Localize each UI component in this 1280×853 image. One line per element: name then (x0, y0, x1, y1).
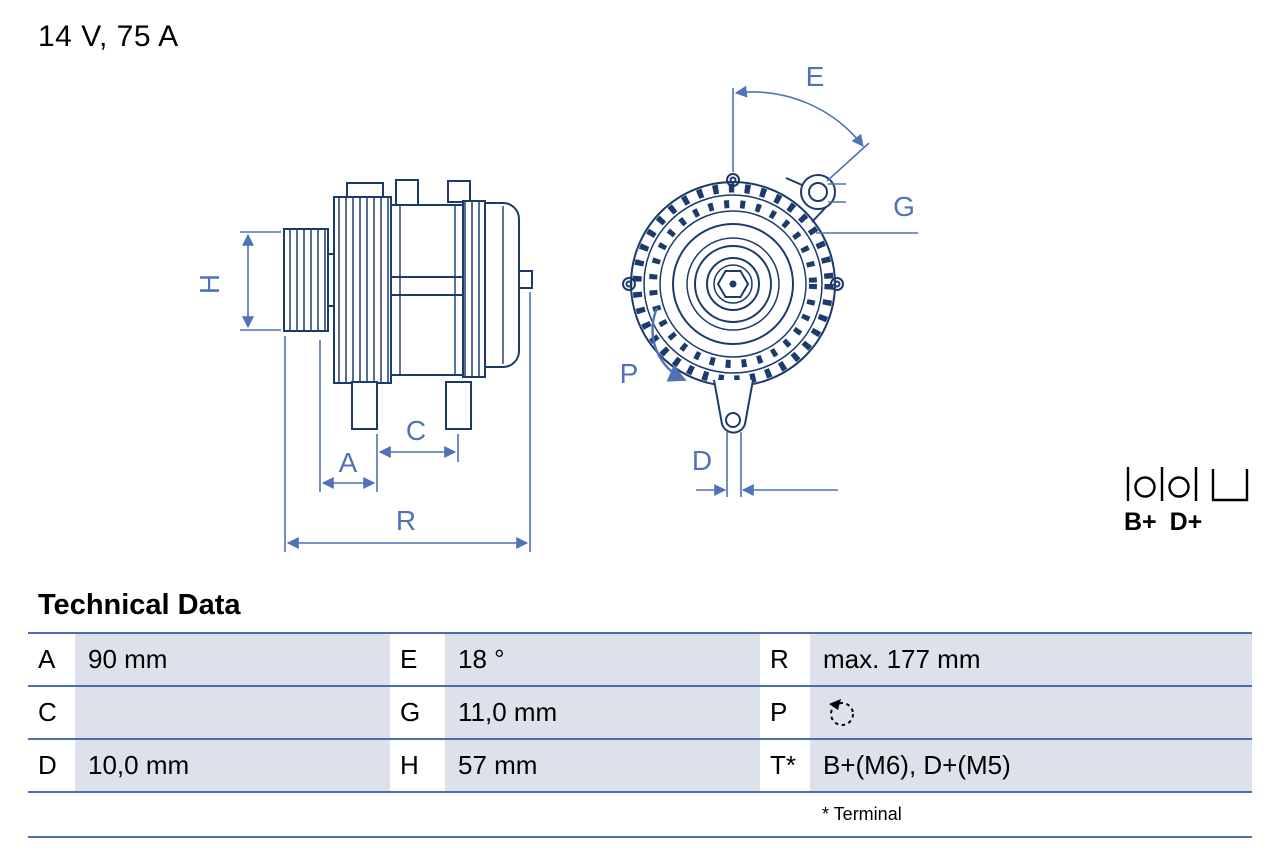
terminal-d-plus-circle (1168, 476, 1190, 498)
ear-hole (808, 182, 828, 202)
param-key-T: T* (760, 740, 810, 791)
pulley (283, 228, 329, 332)
vent-slot-ring-outer (632, 183, 834, 385)
rear-cover (484, 202, 520, 368)
terminal-stud (518, 270, 533, 289)
param-key-H: H (390, 740, 445, 791)
alternator-technical-drawing: H A C R (194, 61, 1249, 552)
top-tab (726, 173, 740, 187)
section-heading: Technical Data (38, 589, 241, 621)
terminal-bracket (1211, 469, 1249, 502)
param-value-G: 11,0 mm (445, 687, 760, 738)
param-key-E: E (390, 634, 445, 685)
rear-housing-fins (462, 200, 486, 378)
shaft-center (729, 280, 737, 288)
dimension-label-A: A (339, 447, 358, 478)
dimension-R: R (284, 292, 531, 552)
dimension-label-E: E (806, 61, 825, 92)
dimension-C: C (378, 415, 459, 462)
param-value-E: 18 ° (445, 634, 760, 685)
param-key-A: A (28, 634, 75, 685)
param-value-D: 10,0 mm (75, 740, 390, 791)
dimension-label-H: H (194, 274, 225, 294)
top-bracket (395, 179, 419, 207)
mounting-ear (785, 174, 836, 223)
param-value-P (810, 687, 1252, 738)
rotation-ccw-icon (829, 698, 854, 726)
table-row: A 90 mm E 18 ° R max. 177 mm (28, 632, 1252, 685)
shaft-hex-nut (716, 270, 750, 298)
bottom-lug (713, 379, 754, 434)
table-row: D 10,0 mm H 57 mm T* B+(M6), D+(M5) (28, 738, 1252, 791)
dimension-P: P (620, 307, 687, 389)
right-tab (830, 277, 844, 291)
dimension-A: A (319, 340, 378, 492)
param-key-P: P (760, 687, 810, 738)
param-value-C (75, 687, 390, 738)
front-housing-fins (333, 196, 392, 384)
dimension-label-R: R (396, 505, 416, 536)
terminal-label: B+ D+ (1124, 508, 1203, 536)
mounting-lug (445, 381, 472, 430)
front-view-drawing (622, 173, 844, 434)
top-bracket (447, 180, 471, 203)
param-value-T: B+(M6), D+(M5) (810, 740, 1252, 791)
dimension-D: D (692, 432, 838, 497)
side-view-drawing (283, 179, 533, 430)
dimension-H: H (194, 231, 281, 331)
param-value-H: 57 mm (445, 740, 760, 791)
terminal-b-plus-circle (1134, 476, 1156, 498)
dimension-E: E (732, 61, 870, 182)
stator-body (390, 204, 464, 376)
dimension-G: G (816, 183, 918, 234)
terminal-connector-icon (1126, 467, 1249, 502)
param-key-C: C (28, 687, 75, 738)
vent-slot-ring-inner (649, 200, 817, 368)
technical-data-table: A 90 mm E 18 ° R max. 177 mm C G 11,0 mm… (28, 632, 1252, 838)
terminal-footnote: * Terminal (822, 804, 902, 824)
param-key-D: D (28, 740, 75, 791)
technical-data-section: Technical Data A 90 mm E 18 ° R max. 177… (28, 589, 1252, 838)
lug-hole (725, 412, 741, 428)
left-tab (622, 277, 636, 291)
dimension-label-P: P (620, 358, 639, 389)
dimension-label-G: G (893, 191, 915, 222)
voltage-current-rating: 14 V, 75 A (38, 20, 179, 53)
dimension-label-C: C (406, 415, 426, 446)
param-key-G: G (390, 687, 445, 738)
table-row: C G 11,0 mm P (28, 685, 1252, 738)
dimension-annotations: H A C R (194, 61, 918, 552)
param-value-R: max. 177 mm (810, 634, 1252, 685)
top-bracket (346, 182, 384, 199)
table-footer: * Terminal (28, 791, 1252, 838)
param-key-R: R (760, 634, 810, 685)
mounting-lug (351, 381, 378, 430)
param-value-A: 90 mm (75, 634, 390, 685)
dimension-label-D: D (692, 445, 712, 476)
